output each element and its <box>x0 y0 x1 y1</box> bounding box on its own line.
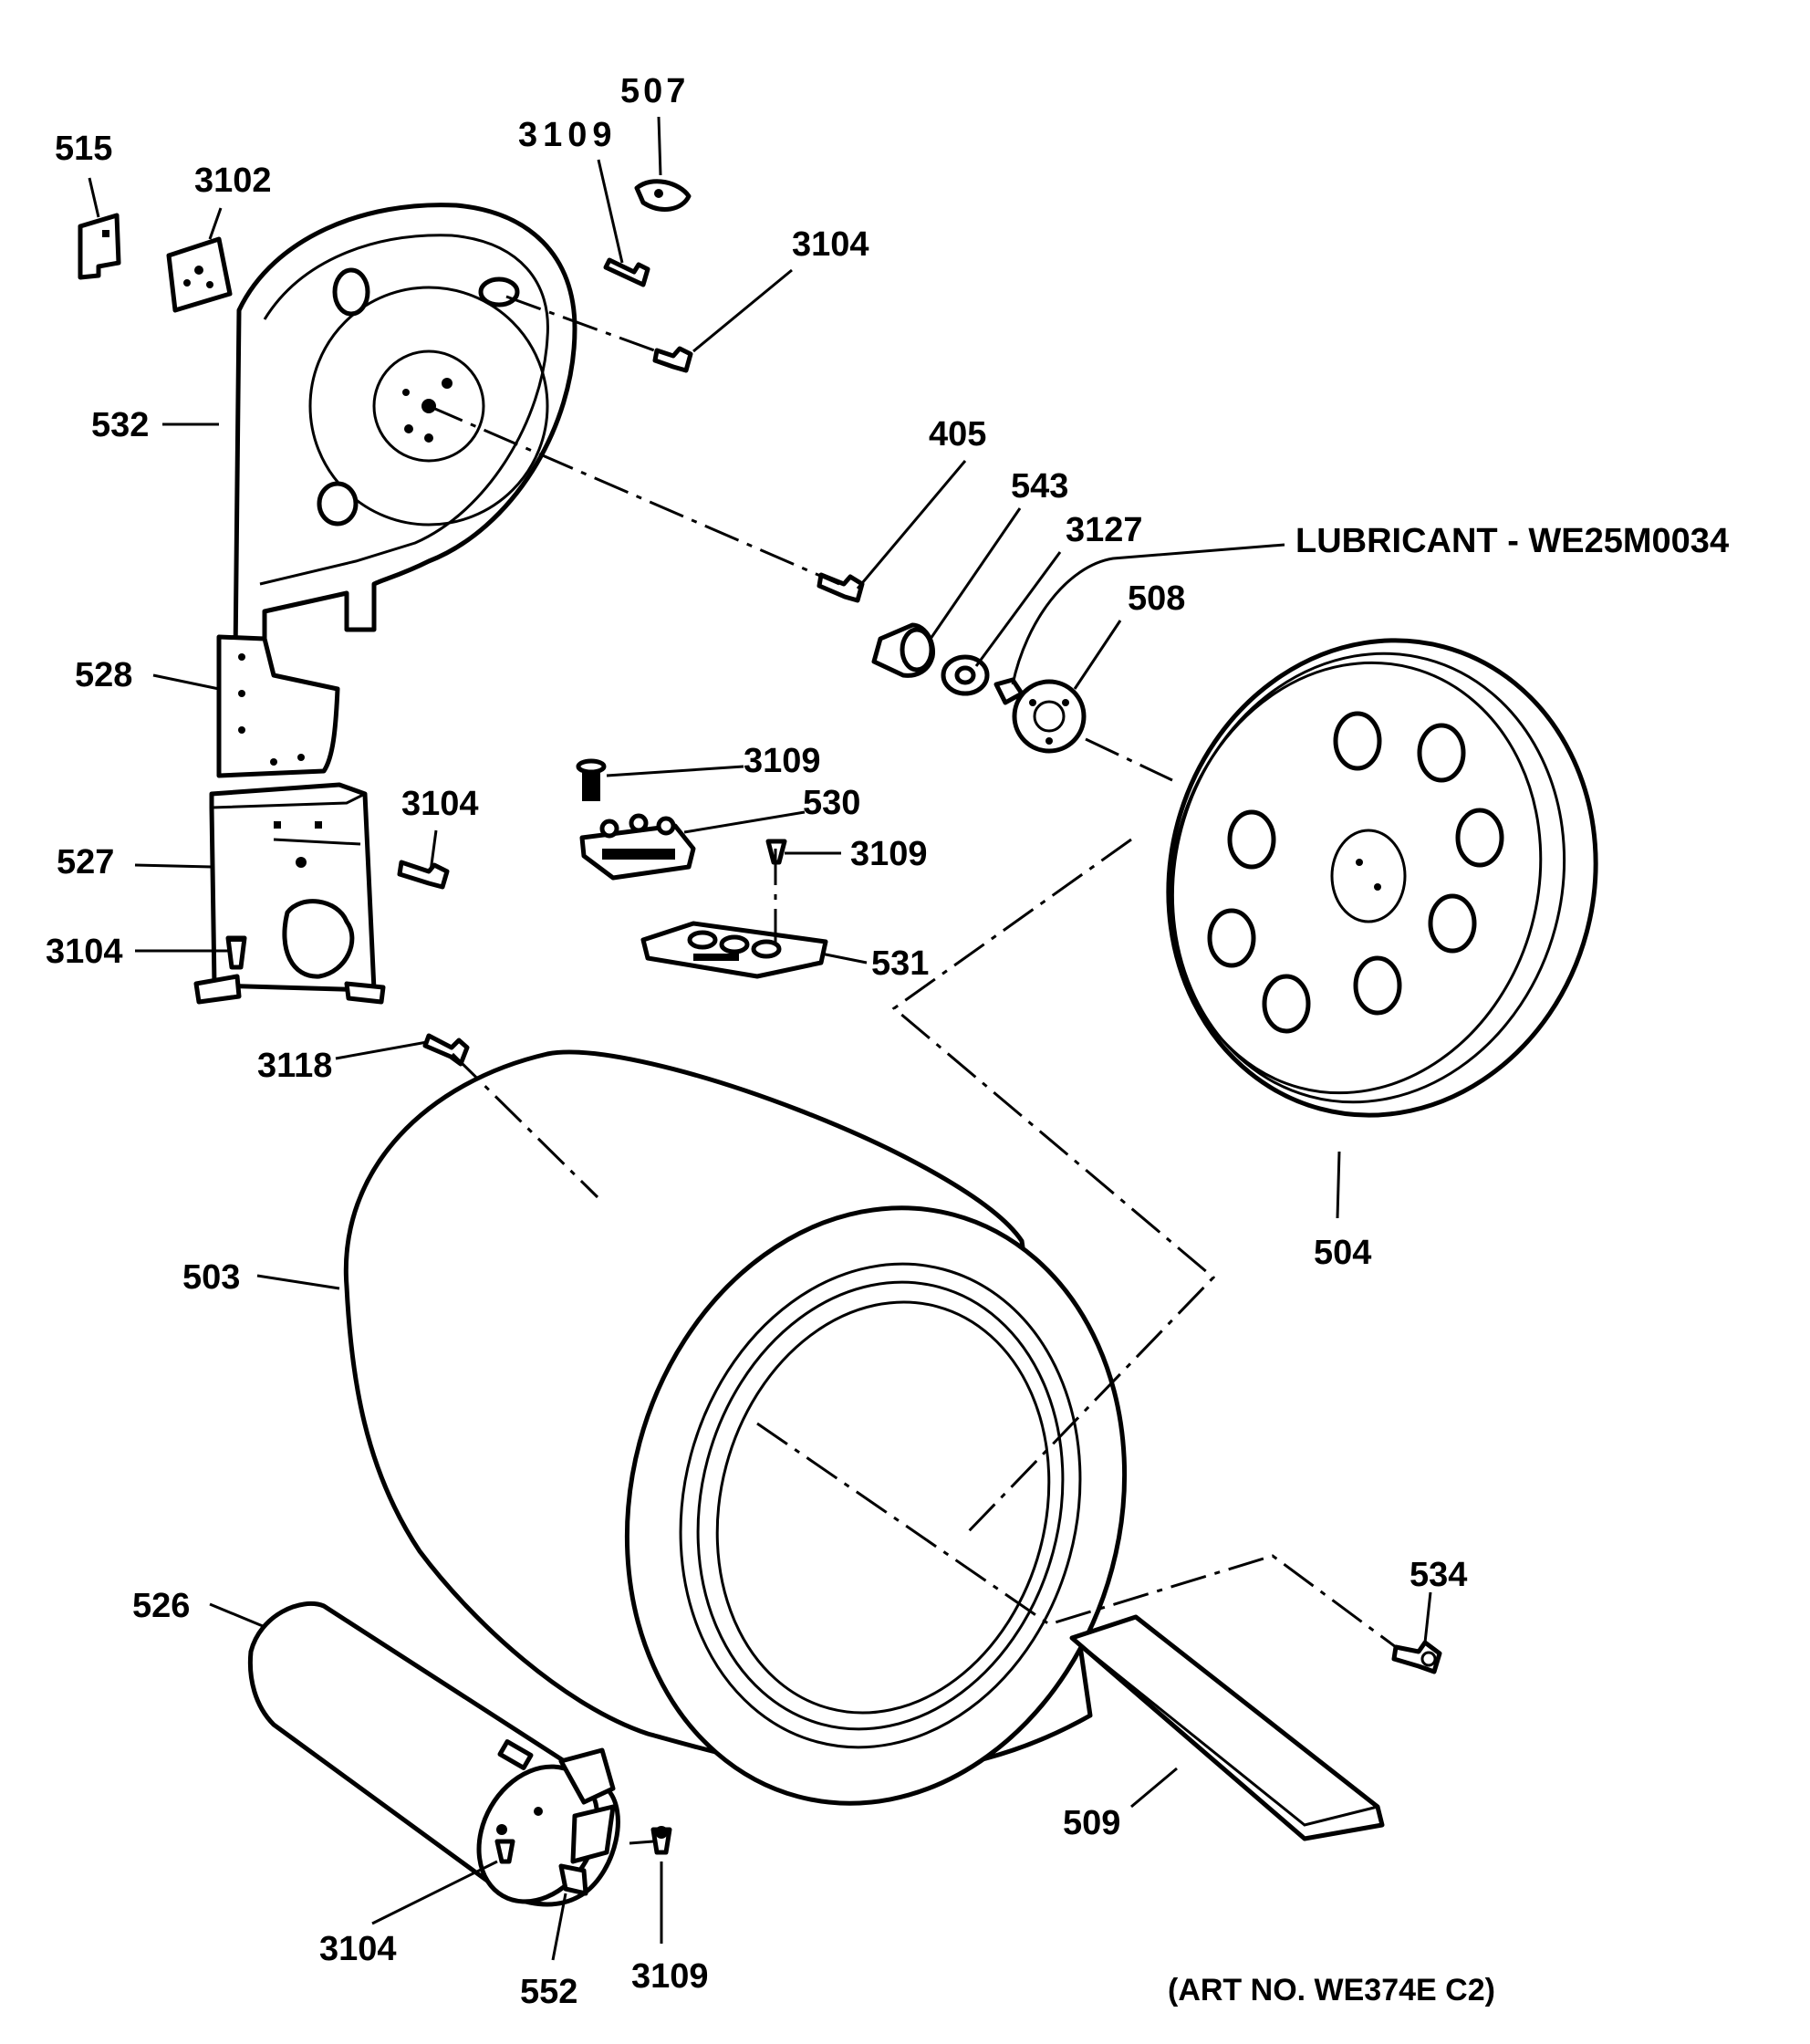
callout-507: 507 <box>620 72 689 110</box>
callout-543: 543 <box>1011 467 1068 506</box>
leader-lines <box>88 116 1432 1961</box>
screw-3104-left <box>225 935 247 970</box>
thermostat-530 <box>579 813 696 881</box>
clip-515 <box>78 213 121 280</box>
bearing-543 <box>871 622 936 678</box>
callout-3104-bottom: 3104 <box>319 1930 397 1968</box>
screw-3104-top <box>652 346 693 373</box>
assembly-lines <box>428 295 1397 1845</box>
bracket-528 <box>216 634 340 778</box>
callout-527: 527 <box>57 843 114 881</box>
callout-532: 532 <box>91 406 149 444</box>
bracket-531 <box>640 921 828 979</box>
bracket-552 <box>558 1863 588 1896</box>
callout-534: 534 <box>1410 1556 1467 1594</box>
callout-3109-top: 3109 <box>518 116 618 154</box>
callout-3102: 3102 <box>194 162 272 200</box>
screw-3109-bottom <box>650 1826 672 1855</box>
motor-mount-527 <box>193 782 386 1005</box>
callout-531: 531 <box>871 944 929 983</box>
lubricant-note: LUBRICANT - WE25M0034 <box>1295 522 1729 560</box>
callout-552: 552 <box>520 1973 577 2011</box>
callout-3118: 3118 <box>257 1047 332 1085</box>
callout-3109-right: 3109 <box>850 835 928 873</box>
callout-509: 509 <box>1063 1804 1120 1842</box>
callout-labels: 515 3102 507 3109 3104 532 405 543 3127 … <box>46 72 1729 2011</box>
baffle-509 <box>1069 1614 1385 1841</box>
callout-3109-bottom: 3109 <box>631 1957 709 1996</box>
callout-528: 528 <box>75 656 132 694</box>
callout-3104-left: 3104 <box>46 933 123 971</box>
drum-rear-504 <box>1166 638 1598 1118</box>
screw-3109-top <box>603 257 650 287</box>
callout-530: 530 <box>803 784 860 822</box>
screw-3109-mid <box>576 758 607 801</box>
screw-3104-mid <box>397 860 450 890</box>
callout-508: 508 <box>1128 579 1185 618</box>
screw-3118 <box>422 1033 470 1067</box>
rear-bulkhead-532 <box>233 203 577 660</box>
callout-3104-top: 3104 <box>792 225 869 264</box>
callout-3127: 3127 <box>1066 511 1143 549</box>
callout-515: 515 <box>55 130 112 168</box>
callout-526: 526 <box>132 1587 190 1625</box>
shaft-508 <box>993 677 1087 754</box>
art-number: (ART NO. WE374E C2) <box>1168 1973 1495 2008</box>
bushing-507 <box>634 179 692 212</box>
callout-503: 503 <box>182 1258 240 1297</box>
callout-405: 405 <box>929 415 986 454</box>
callout-504: 504 <box>1314 1234 1371 1272</box>
screw-3104-bottom <box>494 1839 515 1864</box>
screw-534 <box>1391 1640 1442 1674</box>
callout-3104-mid: 3104 <box>401 785 479 823</box>
gasket-3102 <box>166 236 233 313</box>
callout-3109-mid: 3109 <box>744 742 821 780</box>
